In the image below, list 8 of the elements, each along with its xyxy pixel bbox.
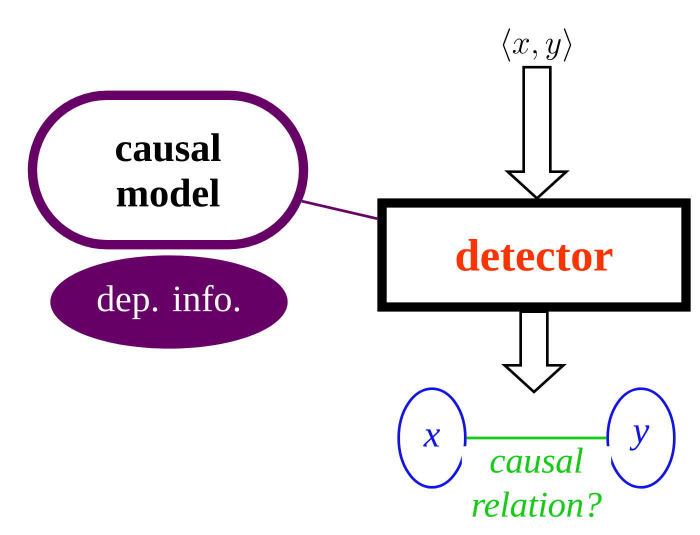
connector-line: [302, 200, 378, 220]
detector-box: detector: [377, 198, 691, 312]
hollow-arrow: [504, 66, 570, 200]
edge-label: causal relation?: [462, 446, 612, 518]
hollow-arrow: [501, 310, 567, 394]
rounded-box: causal model: [28, 90, 308, 250]
connector-line: [466, 436, 606, 440]
formula-label: $\langle x, y\rangle$: [502, 28, 572, 62]
